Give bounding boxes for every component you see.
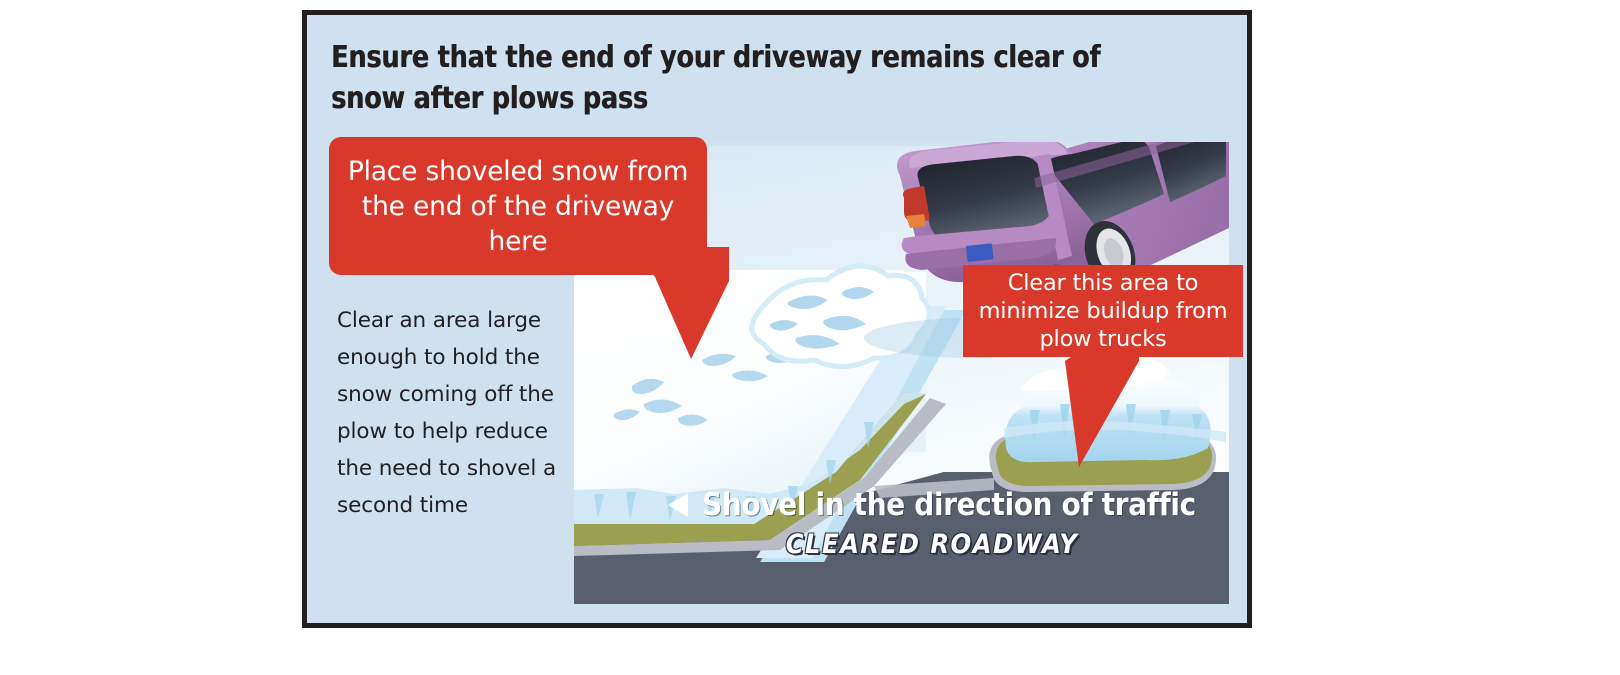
- curb-left: [574, 398, 946, 556]
- callout-clear-this-area[interactable]: Clear this area to minimize buildup from…: [963, 265, 1243, 467]
- callout-2-tail-icon: [1065, 345, 1139, 467]
- grass-strip-left: [574, 392, 926, 546]
- callout-1-tail-icon: [629, 247, 729, 359]
- callout-place-shoveled-snow[interactable]: Place shoveled snow from the end of the …: [329, 137, 729, 359]
- callout-1-text: Place shoveled snow from the end of the …: [347, 155, 689, 257]
- callout-2-bubble: Clear this area to minimize buildup from…: [963, 265, 1243, 357]
- callout-1-bubble: Place shoveled snow from the end of the …: [329, 137, 707, 275]
- callout-2-text: Clear this area to minimize buildup from…: [978, 270, 1228, 352]
- page-title: Ensure that the end of your driveway rem…: [331, 40, 1101, 116]
- driveway-apron-snow-pile: [749, 263, 932, 370]
- body-paragraph: Clear an area large enough to hold the s…: [337, 308, 557, 518]
- poster-card: Ensure that the end of your driveway rem…: [302, 10, 1252, 628]
